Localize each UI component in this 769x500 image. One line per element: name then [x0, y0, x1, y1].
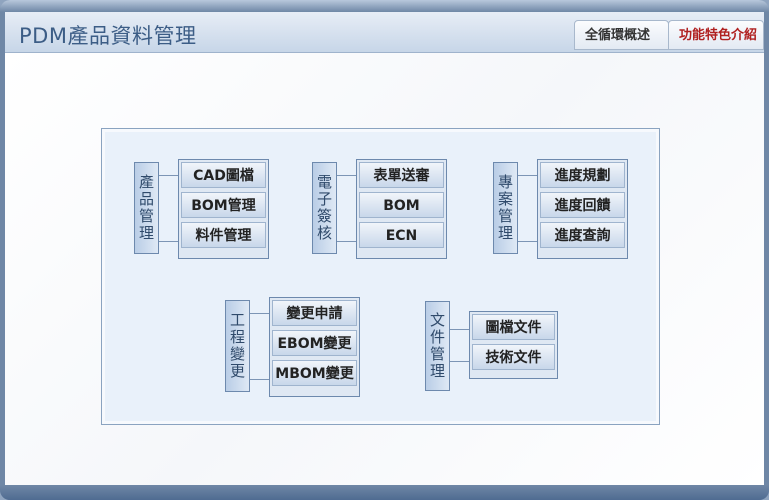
connector: [450, 329, 469, 330]
category-label: 產品管理: [134, 162, 159, 254]
tab-features[interactable]: 功能特色介紹: [668, 20, 764, 50]
connector: [159, 175, 178, 176]
page-title: PDM產品資料管理: [19, 24, 197, 48]
item-part-management[interactable]: 料件管理: [181, 222, 266, 248]
connector: [518, 175, 537, 176]
item-ebom-change[interactable]: EBOM變更: [272, 330, 357, 356]
item-form-submission[interactable]: 表單送審: [359, 162, 444, 188]
item-drawing-documents[interactable]: 圖檔文件: [472, 314, 555, 340]
connector: [159, 241, 178, 242]
item-progress-planning[interactable]: 進度規劃: [540, 162, 625, 188]
item-list: 表單送審 BOM ECN: [356, 159, 447, 259]
item-list: 圖檔文件 技術文件: [469, 311, 558, 379]
item-progress-feedback[interactable]: 進度回饋: [540, 192, 625, 218]
category-label: 文件管理: [425, 301, 450, 391]
item-list: CAD圖檔 BOM管理 料件管理: [178, 159, 269, 259]
connector: [337, 175, 356, 176]
item-progress-query[interactable]: 進度查詢: [540, 222, 625, 248]
top-bar: [0, 0, 769, 12]
tab-overview[interactable]: 全循環概述: [574, 20, 669, 50]
connector: [250, 379, 269, 380]
module-panel: 產品管理 CAD圖檔 BOM管理 料件管理 電子簽核 表單送審 BOM ECN …: [101, 128, 660, 425]
connector: [518, 241, 537, 242]
category-label: 工程變更: [225, 300, 250, 392]
category-label: 電子簽核: [312, 162, 337, 254]
header: PDM產品資料管理 全循環概述 功能特色介紹: [5, 12, 764, 53]
item-bom-management[interactable]: BOM管理: [181, 192, 266, 218]
connector: [450, 361, 469, 362]
item-technical-documents[interactable]: 技術文件: [472, 344, 555, 370]
item-mbom-change[interactable]: MBOM變更: [272, 360, 357, 386]
item-list: 進度規劃 進度回饋 進度查詢: [537, 159, 628, 259]
bottom-bar: [0, 485, 769, 500]
connector: [250, 313, 269, 314]
item-bom[interactable]: BOM: [359, 192, 444, 218]
item-list: 變更申請 EBOM變更 MBOM變更: [269, 297, 360, 397]
item-change-request[interactable]: 變更申請: [272, 300, 357, 326]
category-label: 專案管理: [493, 162, 518, 254]
item-ecn[interactable]: ECN: [359, 222, 444, 248]
connector: [337, 241, 356, 242]
item-cad-drawings[interactable]: CAD圖檔: [181, 162, 266, 188]
